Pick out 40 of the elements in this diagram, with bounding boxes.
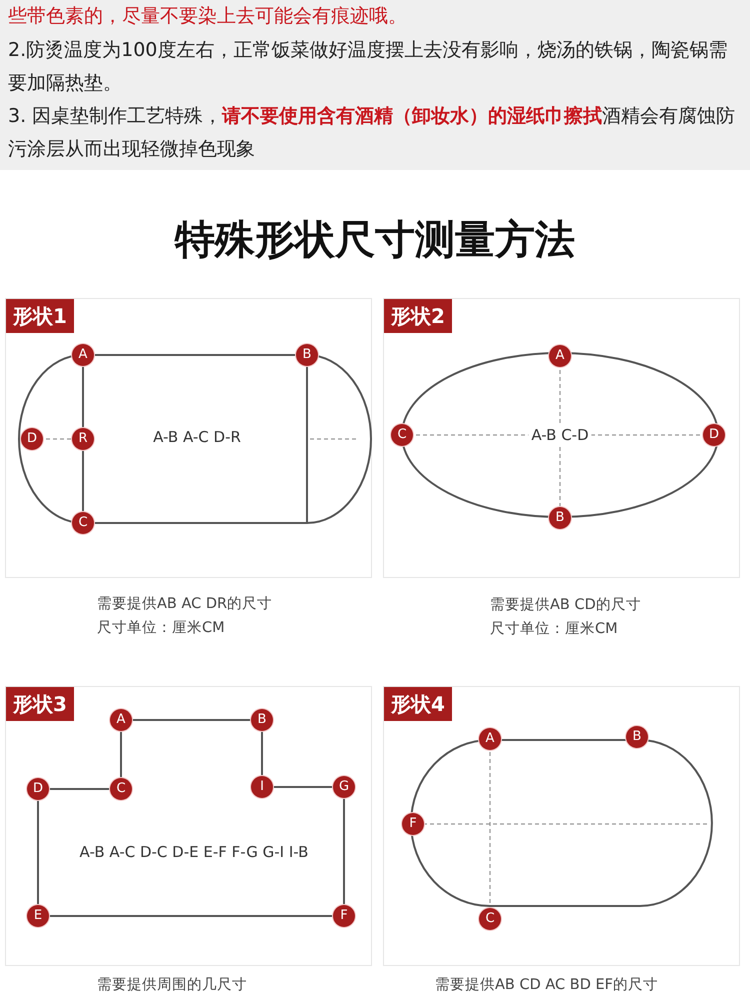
caption-text: 尺寸单位：厘米CM — [490, 620, 618, 639]
point-marker: A — [110, 709, 132, 731]
section-title: 特殊形状尺寸测量方法 — [173, 216, 576, 265]
caption-text: 需要提供AB CD AC BD EF的尺寸 — [435, 976, 658, 995]
notice-text: 3. 因桌垫制作工艺特殊，请不要使用含有酒精（卸妆水）的湿纸巾擦拭酒精会有腐蚀防污涂层从而出现轻微掉色现象 — [8, 104, 736, 162]
point-marker: C — [391, 424, 413, 446]
point-marker: A — [549, 345, 571, 367]
point-marker: C — [479, 908, 501, 930]
point-marker: B — [296, 344, 318, 366]
point-marker: D — [27, 778, 49, 800]
point-marker: D — [703, 424, 725, 446]
shape-tag: 形状3 — [6, 687, 74, 721]
shape-panel — [383, 686, 740, 966]
point-marker: B — [251, 709, 273, 731]
shape-tag: 形状1 — [6, 299, 74, 333]
caption-text: 尺寸单位：厘米CM — [97, 619, 225, 638]
point-marker: A — [479, 728, 501, 750]
shape-tag: 形状4 — [384, 687, 452, 721]
notice-text: 些带色素的，尽量不要染上去可能会有痕迹哦。 — [8, 4, 408, 29]
caption-text: 需要提供周围的几尺寸 — [97, 976, 247, 995]
point-marker: A — [72, 344, 94, 366]
point-marker: G — [333, 776, 355, 798]
point-marker: B — [626, 726, 648, 748]
point-marker: F — [402, 813, 424, 835]
point-marker: I — [251, 776, 273, 798]
notice-text: 2.防烫温度为100度左右，正常饭菜做好温度摆上去没有影响，烧汤的铁锅，陶瓷锅需要加隔热垫。 — [8, 38, 728, 96]
point-marker: D — [21, 428, 43, 450]
measurement-text: A-B C-D — [528, 426, 592, 444]
shape-panel — [383, 298, 740, 578]
caption-text: 需要提供AB AC DR的尺寸 — [97, 595, 272, 614]
shape-panel — [5, 298, 372, 578]
point-marker: B — [549, 507, 571, 529]
point-marker: C — [110, 778, 132, 800]
point-marker: E — [27, 905, 49, 927]
point-marker: C — [72, 512, 94, 534]
shape-panel — [5, 686, 372, 966]
point-marker: F — [333, 905, 355, 927]
caption-text: 需要提供AB CD的尺寸 — [490, 596, 641, 615]
point-marker: R — [72, 428, 94, 450]
shape-tag: 形状2 — [384, 299, 452, 333]
